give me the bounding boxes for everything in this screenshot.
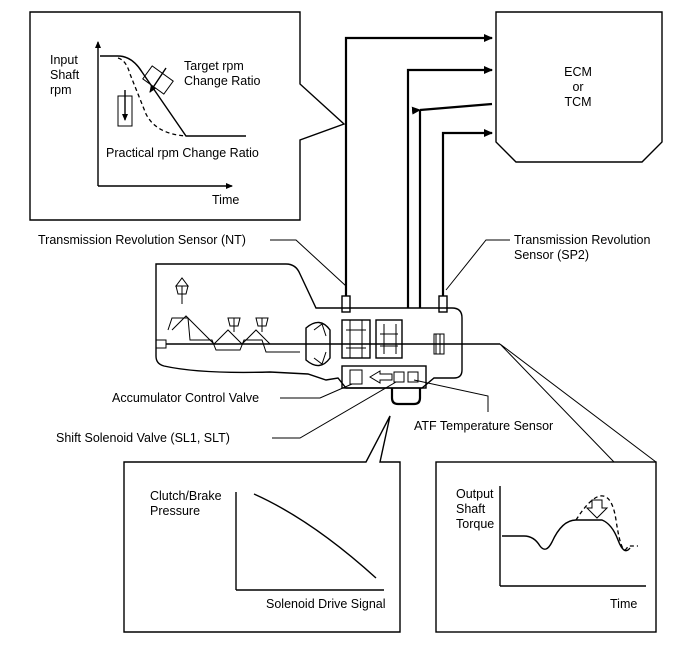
practical-label: Practical rpm Change Ratio	[106, 146, 259, 160]
solenoid-wire	[411, 102, 493, 115]
rpm-xlabel: Time	[212, 193, 239, 207]
torque-xlabel: Time	[610, 597, 637, 611]
atf-label: ATF Temperature Sensor	[414, 419, 553, 433]
flow-arrow	[369, 370, 393, 384]
nt-sensor	[341, 295, 351, 313]
torque-converter	[305, 321, 331, 367]
target-label-2: Change Ratio	[184, 74, 260, 88]
rpm-callout: Input Shaft rpm Target rpm Change Ratio …	[29, 11, 346, 221]
target-rpm-curve	[100, 55, 246, 137]
torque-ylabel-3: Torque	[456, 517, 494, 531]
atf-sensor-wire	[406, 66, 493, 350]
clutch-pack-2	[375, 319, 403, 359]
torque-ylabel-2: Shaft	[456, 502, 486, 516]
solenoid-leader	[272, 381, 397, 439]
torque-actual-curve	[502, 519, 631, 552]
accumulator-valve	[349, 369, 363, 385]
valve-2	[227, 317, 241, 332]
sp2-sensor-wire	[441, 129, 493, 296]
sp2-sensor-leader	[445, 239, 510, 291]
solenoid-valve	[393, 371, 405, 383]
output-gear-teeth	[435, 334, 441, 354]
signal-wires	[344, 34, 493, 406]
torque-reduction-arrow	[585, 499, 609, 519]
pressure-curve	[253, 493, 377, 579]
target-label-1: Target rpm	[184, 59, 244, 73]
converter-blades	[313, 323, 327, 365]
pressure-callout: Clutch/Brake Pressure Solenoid Drive Sig…	[123, 415, 401, 633]
rpm-ylabel-3: rpm	[50, 83, 72, 97]
torque-ylabel-1: Output	[456, 487, 494, 501]
rpm-ylabel-2: Shaft	[50, 68, 80, 82]
output-gear	[433, 333, 445, 355]
solenoid-wire-loop	[390, 110, 422, 406]
ecm-label: ECM	[564, 65, 592, 79]
valve-1-cup	[175, 285, 189, 295]
valve-3	[255, 317, 269, 332]
torque-uncontrolled-curve	[575, 495, 638, 551]
clutch-plates-1	[346, 320, 366, 358]
nt-sensor-wire	[344, 34, 493, 296]
tcm-label: TCM	[564, 95, 591, 109]
transmission-body	[155, 263, 500, 389]
accumulator-leader	[280, 383, 353, 399]
sp2-sensor	[438, 295, 448, 313]
ecm-tcm-box: ECM or TCM	[495, 11, 663, 163]
torque-callout: Output Shaft Torque Time	[435, 343, 657, 633]
atf-leader	[413, 379, 489, 412]
sp2-label-2: Sensor (SP2)	[514, 248, 589, 262]
pressure-ylabel-2: Pressure	[150, 504, 200, 518]
gear-train	[167, 317, 300, 353]
or-label: or	[572, 80, 583, 94]
torque-callout-leaders	[499, 343, 657, 463]
pressure-ylabel-1: Clutch/Brake	[150, 489, 222, 503]
solenoid-label: Shift Solenoid Valve (SL1, SLT)	[56, 431, 230, 445]
rpm-ylabel-1: Input	[50, 53, 78, 67]
practical-rpm-curve	[117, 57, 187, 137]
planetary-linkage	[171, 315, 300, 345]
clutch-plates-2	[380, 324, 398, 354]
accumulator-label: Accumulator Control Valve	[112, 391, 259, 405]
pressure-xlabel: Solenoid Drive Signal	[266, 597, 386, 611]
atf-sensor	[407, 371, 419, 383]
sp2-label-1: Transmission Revolution	[514, 233, 650, 247]
nt-sensor-leader	[270, 239, 347, 287]
target-slope-arrow	[149, 67, 167, 93]
valve-body	[341, 365, 427, 389]
clutch-pack-1	[341, 319, 371, 359]
nt-sensor-label: Transmission Revolution Sensor (NT)	[38, 233, 246, 247]
